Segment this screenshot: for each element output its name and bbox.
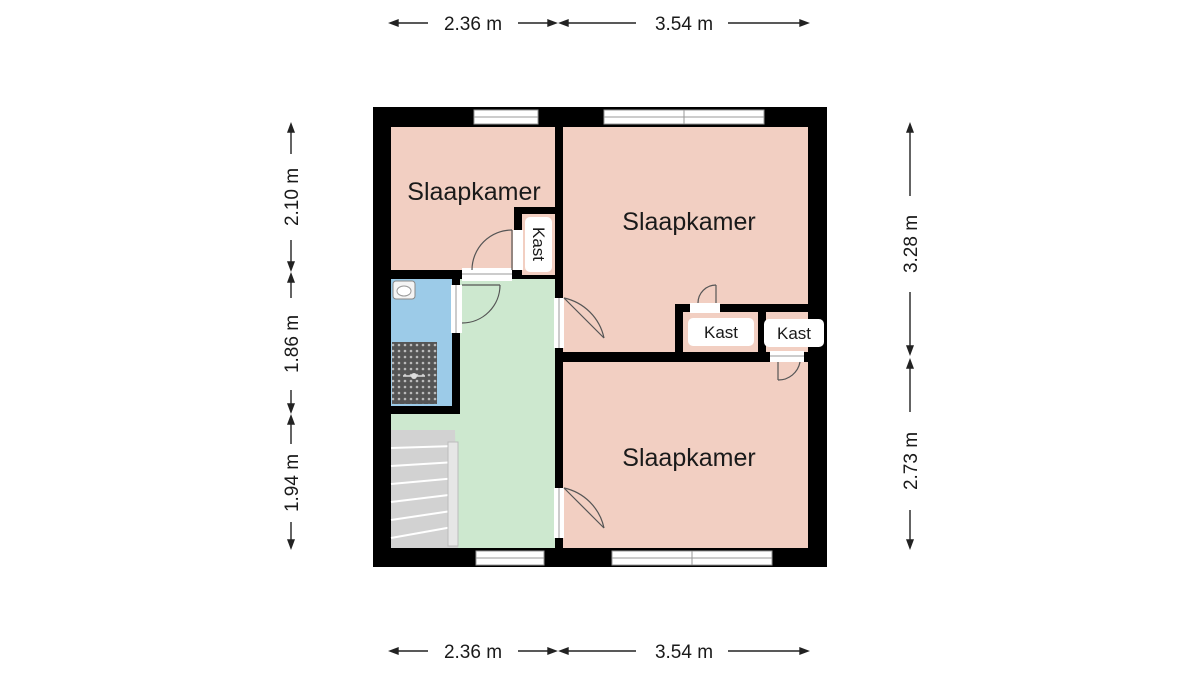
washbasin-icon bbox=[392, 280, 416, 300]
label-bedroom-small: Slaapkamer bbox=[407, 178, 540, 206]
dimension-bottom bbox=[388, 646, 810, 656]
door-swing bbox=[563, 487, 605, 529]
door-swing bbox=[697, 284, 717, 304]
door-swing bbox=[563, 297, 605, 339]
dimension-bottom-right: 3.54 m bbox=[655, 642, 713, 663]
shower-tray bbox=[392, 342, 437, 404]
label-bg bbox=[525, 217, 552, 272]
room-hallway bbox=[460, 279, 555, 548]
closet-wall bbox=[675, 304, 808, 312]
door-opening bbox=[513, 230, 523, 270]
door-swing bbox=[461, 284, 501, 324]
dimension-left-bottom: 1.94 m bbox=[282, 454, 303, 512]
label-closet-right: Kast bbox=[777, 324, 811, 343]
door-swing bbox=[471, 229, 513, 271]
window bbox=[603, 109, 765, 125]
dimension-top bbox=[388, 18, 810, 28]
window bbox=[611, 550, 773, 566]
window bbox=[473, 109, 539, 125]
window bbox=[475, 550, 545, 566]
dimension-top-right: 3.54 m bbox=[655, 14, 713, 35]
dimension-bottom-left: 2.36 m bbox=[444, 642, 502, 663]
dimension-left bbox=[286, 122, 296, 550]
label-closet-middle: Kast bbox=[704, 323, 738, 342]
staircase bbox=[390, 430, 459, 548]
room-bedroom-bottom bbox=[563, 362, 808, 548]
label-bg bbox=[764, 319, 824, 347]
dimension-right-top: 3.28 m bbox=[901, 215, 922, 273]
dimension-left-top: 2.10 m bbox=[282, 168, 303, 226]
dimension-top-left: 2.36 m bbox=[444, 14, 502, 35]
closet-wall bbox=[758, 312, 766, 354]
dimension-right-bottom: 2.73 m bbox=[901, 432, 922, 490]
door-swing bbox=[777, 361, 801, 381]
label-closet-vertical: Kast bbox=[529, 227, 548, 261]
closet-wall bbox=[675, 304, 683, 354]
door-opening bbox=[690, 303, 720, 313]
dimension-right bbox=[905, 122, 915, 550]
closet-wall bbox=[514, 207, 555, 214]
dimension-left-middle: 1.86 m bbox=[282, 315, 303, 373]
label-bedroom-bottom: Slaapkamer bbox=[622, 444, 755, 472]
label-bedroom-large: Slaapkamer bbox=[622, 208, 755, 236]
label-bg bbox=[688, 318, 754, 346]
